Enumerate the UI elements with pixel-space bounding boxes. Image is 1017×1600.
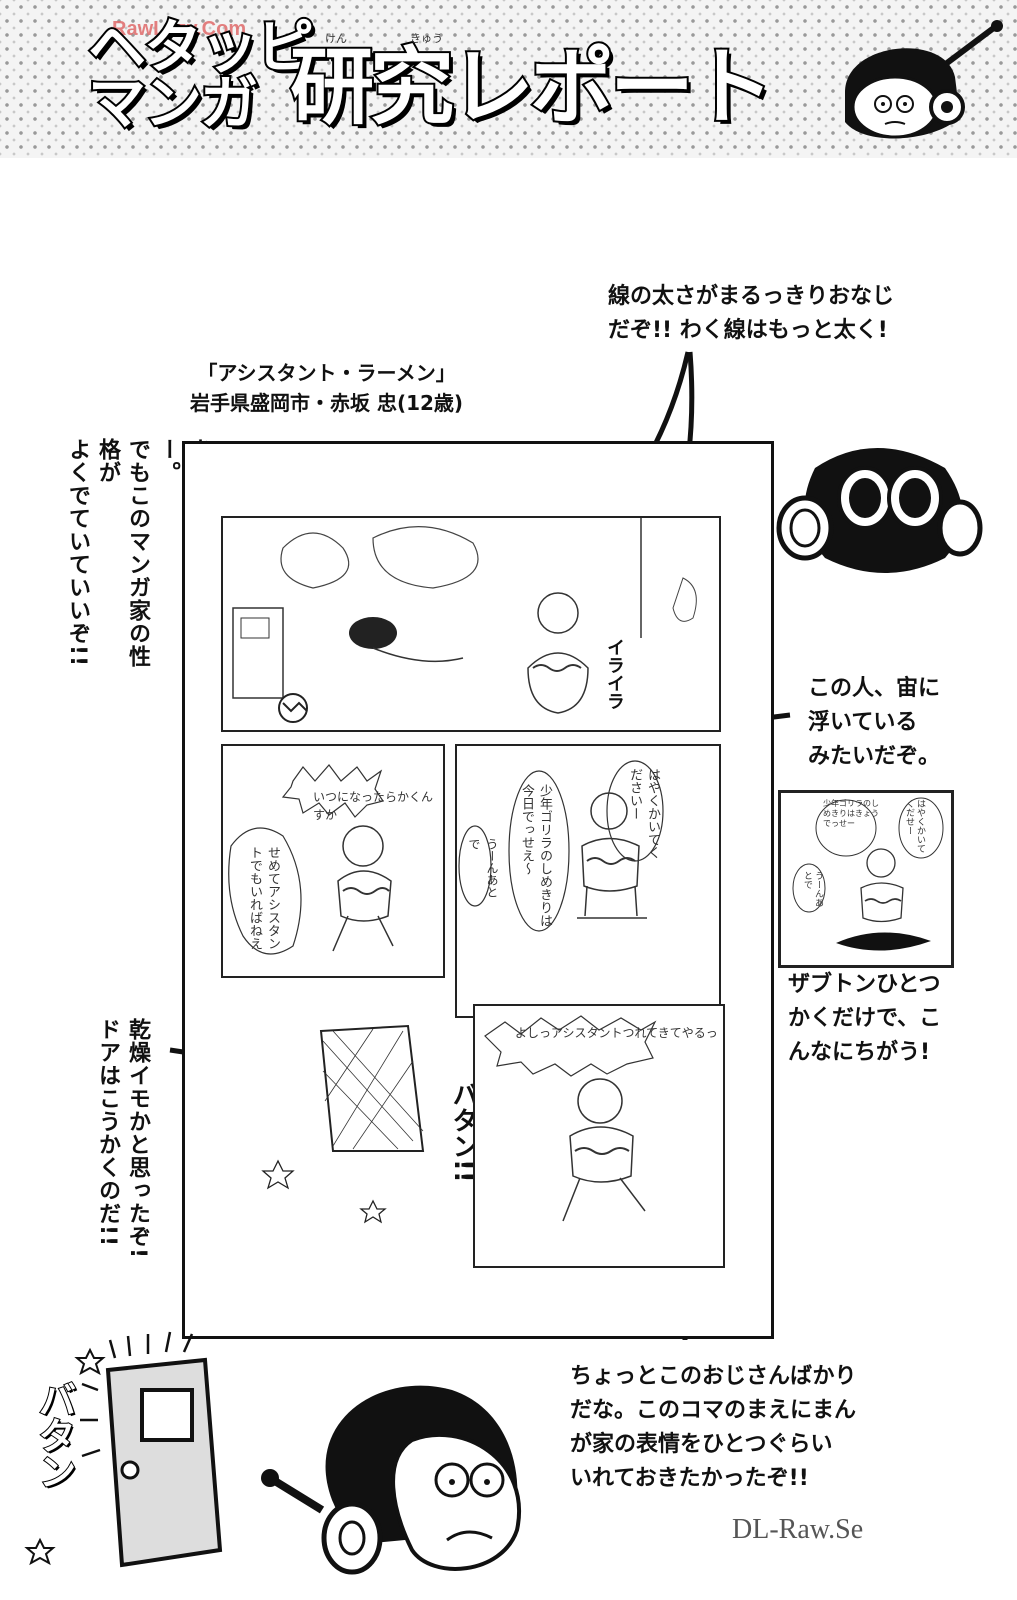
comment-bottom: ちょっとこのおじさんばかり だな。このコマのまえにまん が家の表情をひとつぐらい… [570, 1364, 857, 1491]
author-credit: 岩手県盛岡市・赤坂 忠(12歳) [190, 391, 464, 415]
example-balloon-deadline: 少年ゴリラのしめきりはきょうでっせー [823, 799, 879, 828]
goggle-helmet-character-icon [776, 448, 983, 573]
comment-floating: この人、宙に 浮いている みたいだぞ。 [808, 676, 941, 769]
character-sitting-drawing [228, 764, 394, 955]
title-line-1: ヘタッピ [86, 13, 316, 81]
work-title: 「アシスタント・ラーメン」 [197, 361, 456, 385]
balloon-bring-assistant: よしっアシスタントつれてきてやるっ [515, 1026, 718, 1040]
zabuton-character-drawing [792, 797, 944, 951]
manga-panel-5: よしっアシスタントつれてきてやるっ [473, 1004, 725, 1268]
balloon-assistant-wish: せめてアシスタントでもいればねえ [247, 846, 280, 950]
manga-page: イライラ いつになったらかくんすか せめてアシスタントでもいればねえ はやくかい… [182, 441, 774, 1339]
comment-zabuton: ザブトンひとつ かくだけで、こ んなにちがう! [788, 972, 942, 1065]
bottom-helmet-character-icon [261, 1385, 521, 1575]
title-main: 研究レポート [288, 38, 776, 136]
balloon-deadline: 少年ゴリラのしめきりは今日でっせえ〜 [519, 784, 552, 927]
manga-panel-3: はやくかいてくださいー 少年ゴリラのしめきりは今日でっせえ〜 うーんあとで [455, 744, 721, 1018]
example-corrected-panel: はやくかいてくだせー 少年ゴリラのしめきりはきょうでっせー うーんあとで [778, 790, 954, 968]
editor-and-artist-drawing [458, 760, 664, 932]
header-band: RawLazy.Com ヘタッピ マンガ 研究レポート けん きゅう [0, 0, 1017, 158]
comment-line-thickness: 線の太さがまるっきりおなじ だぞ!! わく線はもっと太く! [608, 284, 895, 343]
character-running-drawing [484, 1015, 657, 1222]
comment-door: 乾燥イモかと思ったぞ! ドアはこうかくのだ!! [95, 1018, 150, 1260]
balloon-later: うーんあとで [467, 838, 499, 898]
door-icon [24, 1331, 223, 1568]
work-credit: 「アシスタント・ラーメン」 岩手県盛岡市・赤坂 忠(12歳) [190, 358, 463, 418]
example-balloon-later: うーんあとで [802, 871, 823, 907]
messy-room-drawing [232, 518, 697, 723]
door-slam-drawing [261, 1024, 425, 1224]
balloon-when-draw: いつになったらかくんすか [313, 790, 434, 822]
manga-panel-2: いつになったらかくんすか せめてアシスタントでもいればねえ [221, 744, 445, 978]
manga-panel-1: イライラ [221, 516, 721, 732]
manga-panel-4: バタン!! [221, 989, 478, 1293]
ruby-kyuu: きゅう [410, 32, 443, 45]
example-balloon-please: はやくかいてくだせー [904, 799, 925, 853]
helmet-character-icon [845, 20, 1003, 139]
ruby-ken: けん [325, 32, 347, 45]
title-line-2: マンガ [86, 69, 260, 137]
door-sfx-batan: バタン [31, 1379, 77, 1489]
sfx-iraira: イライラ [604, 638, 625, 710]
watermark-bottom: DL-Raw.Se [732, 1514, 864, 1545]
watermark-top: RawLazy.Com [112, 18, 247, 40]
balloon-please-draw: はやくかいてくださいー [627, 768, 660, 859]
